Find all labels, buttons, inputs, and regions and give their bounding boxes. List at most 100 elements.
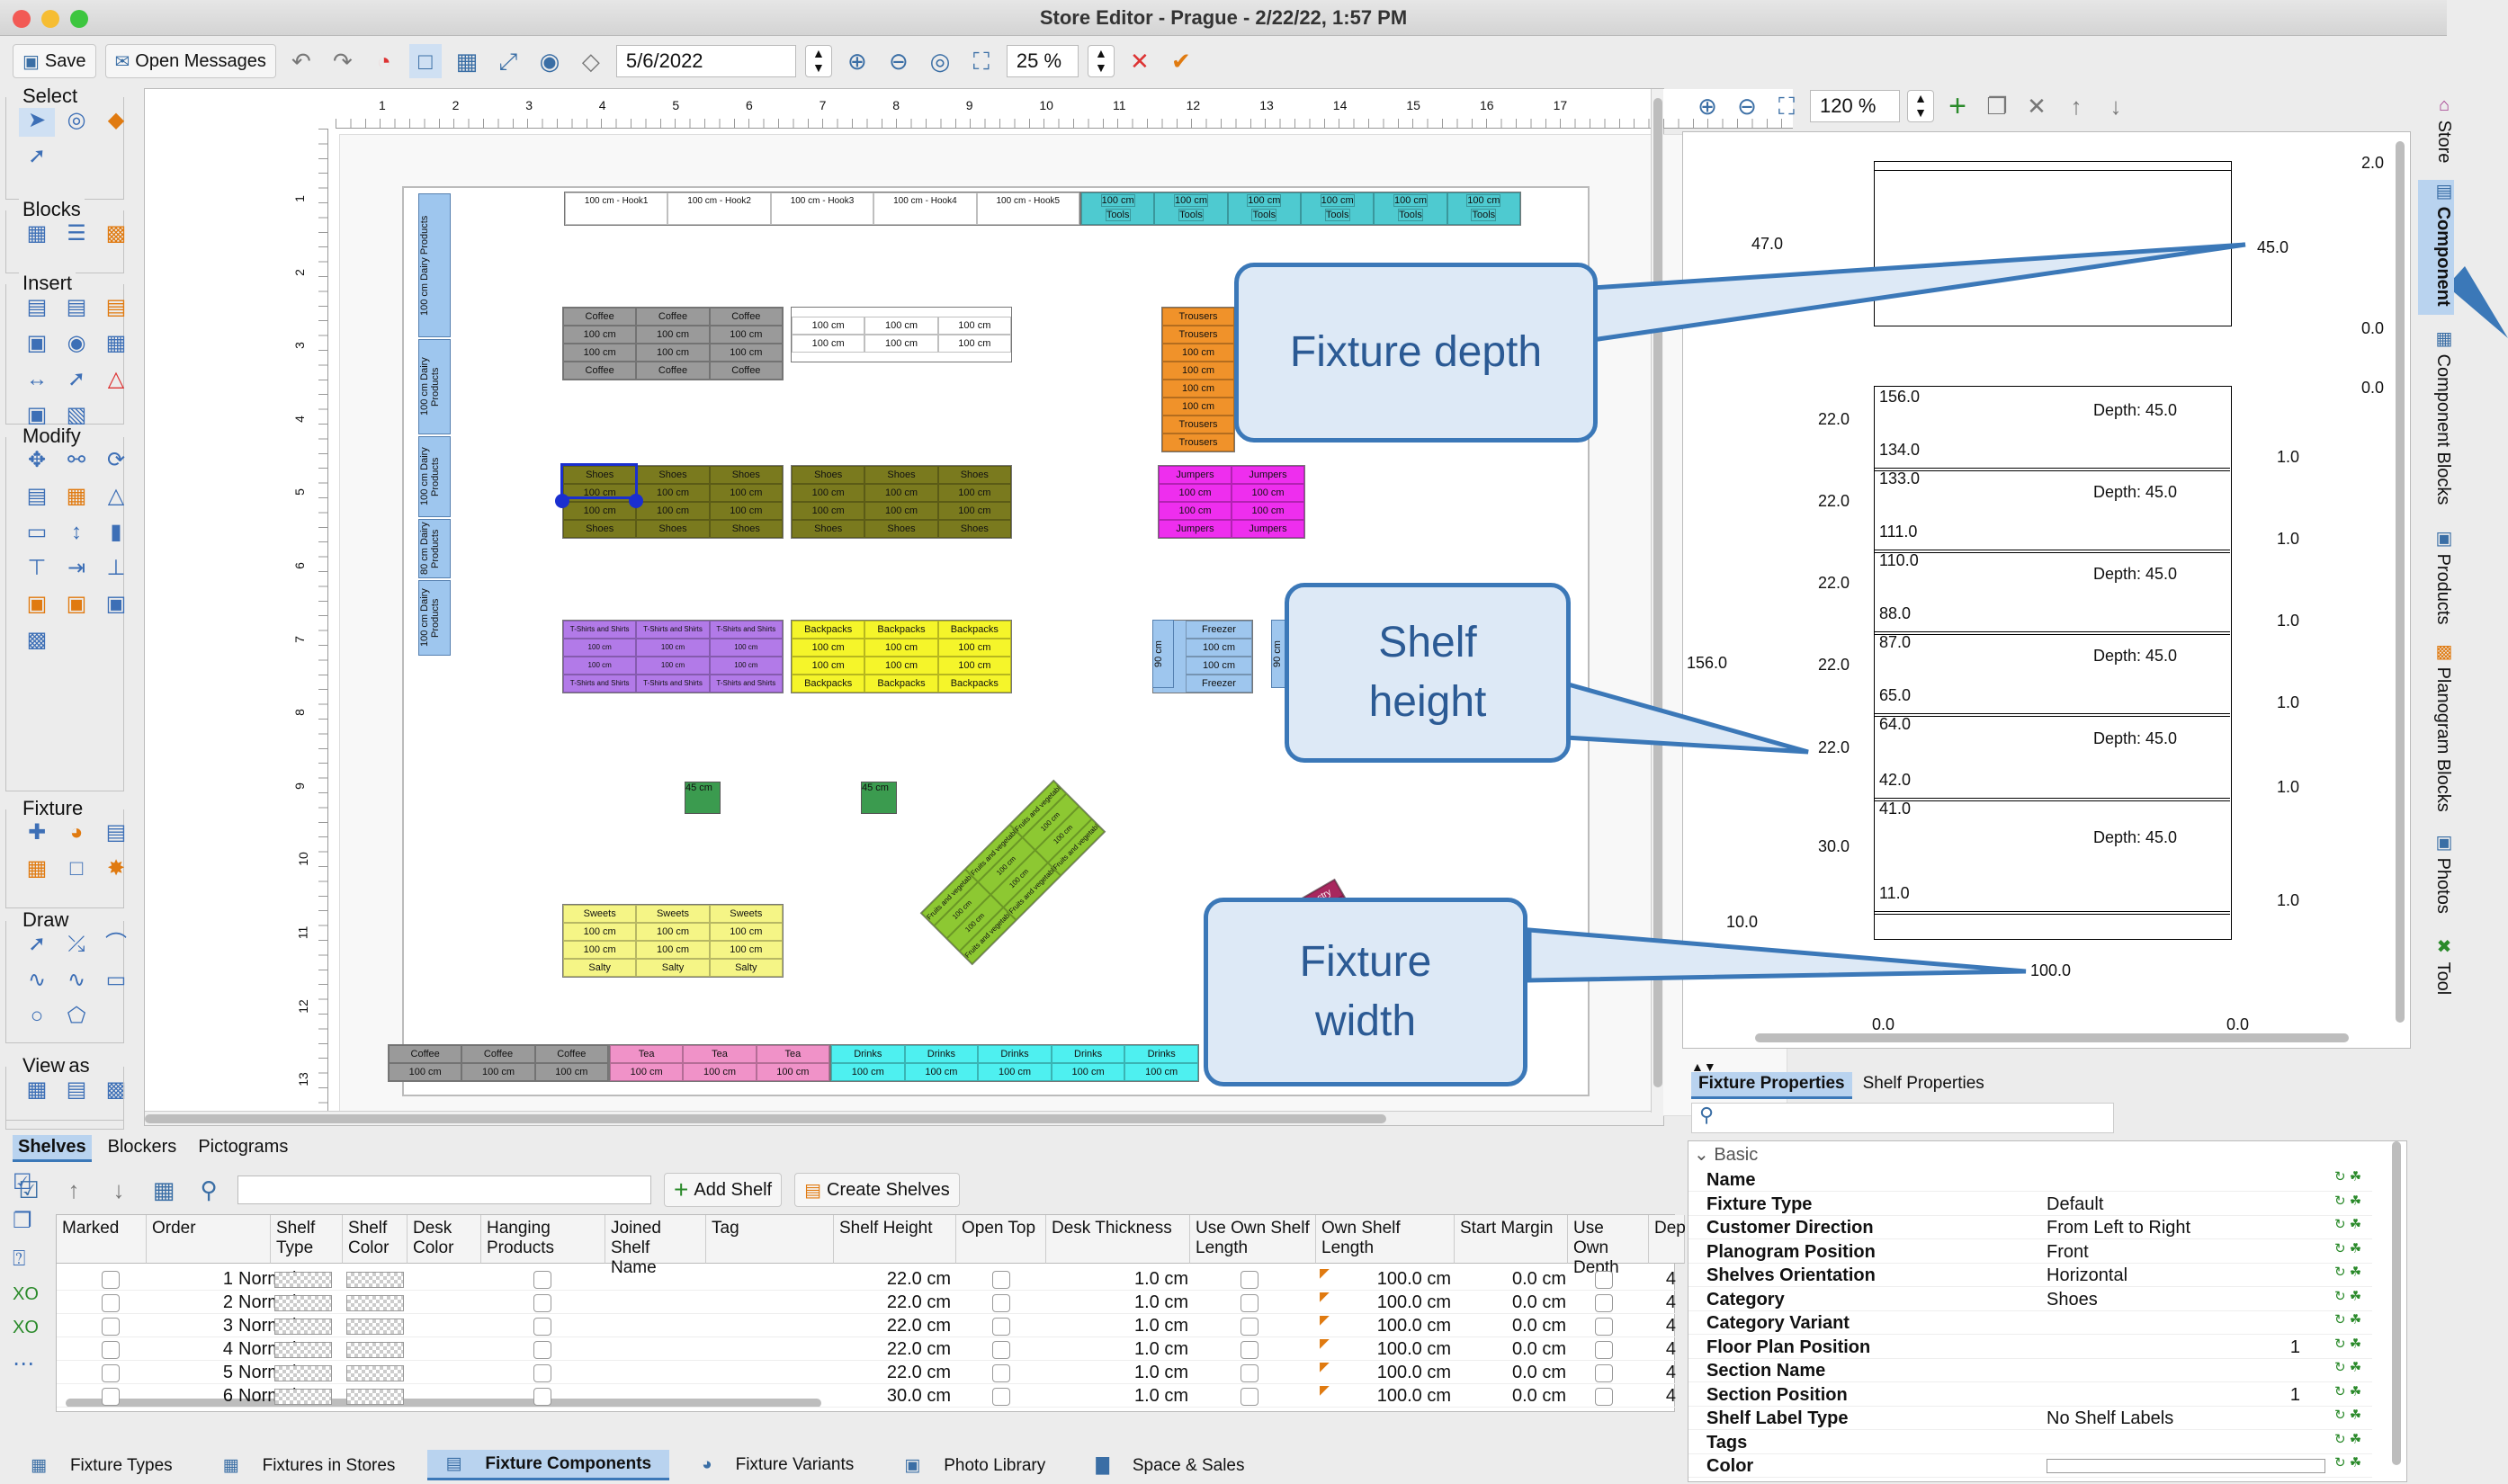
checkbox[interactable] [992,1267,1019,1291]
copy-icon[interactable]: ▩ [26,628,48,652]
checkbox[interactable] [102,1267,129,1291]
date-stepper[interactable]: ▲▼ [804,45,832,77]
preview-vertical-scrollbar[interactable] [2396,141,2405,1023]
zoom-out-icon[interactable]: ⊖ [1737,93,1757,120]
fixture-circle-icon[interactable]: ◕ [69,820,84,845]
export-excel-icon[interactable]: XO [13,1284,39,1304]
column-header[interactable]: Joined Shelf Name [605,1215,706,1277]
layout-icon[interactable]: ▦ [455,48,479,75]
property-value[interactable]: No Shelf Labels [2047,1408,2174,1428]
zoom-fit-icon[interactable]: ◎ [929,48,951,75]
checkbox[interactable] [992,1314,1019,1337]
maximize-window-button[interactable] [70,10,88,28]
color-swatch[interactable] [346,1384,409,1408]
column-header[interactable]: Desk Thickness [1046,1215,1190,1264]
view-options-icon[interactable]: ▤ [26,1077,48,1102]
property-value[interactable]: 1 [2289,1336,2300,1357]
duplicate-icon[interactable]: ❐ [1986,93,2008,120]
checkbox[interactable] [1241,1291,1267,1314]
shelf-line[interactable] [1874,911,2230,915]
column-header[interactable]: Start Margin [1455,1215,1568,1264]
import-excel-icon[interactable]: XO [13,1318,39,1337]
draw-circle-icon[interactable]: ○ [30,1004,44,1028]
create-shelves-button[interactable]: ▤Create Shelves [794,1173,960,1207]
help-icon[interactable]: ⍰ [13,1247,26,1271]
reset-icon[interactable]: ↻ ☘ [2334,1408,2362,1423]
tab-fixtures-in-stores[interactable]: ▦Fixtures in Stores [205,1452,414,1480]
column-header[interactable]: Tag [706,1215,834,1264]
property-value[interactable]: Shoes [2047,1289,2098,1310]
checkbox[interactable] [1595,1267,1622,1291]
fixture-dotted-icon[interactable]: □ [69,856,84,881]
align-top-icon[interactable]: ⊤ [27,556,47,580]
insert-image-icon[interactable]: ▣ [26,403,48,427]
column-header[interactable]: Own Shelf Length [1316,1215,1455,1264]
layers-icon[interactable]: ◇ [581,48,600,75]
color-swatch[interactable] [346,1267,409,1291]
color-swatch[interactable] [274,1384,337,1408]
property-value[interactable]: Horizontal [2047,1265,2128,1285]
move-icon[interactable]: ✥ [27,448,47,472]
checkbox[interactable] [992,1337,1019,1361]
align-left-icon[interactable]: ▤ [26,484,48,508]
reset-icon[interactable]: ↻ ☘ [2334,1431,2362,1447]
minimize-window-button[interactable] [41,10,59,28]
move-down-icon[interactable]: ↓ [2109,93,2122,120]
checkbox[interactable] [1595,1337,1622,1361]
property-value[interactable]: Front [2047,1241,2089,1262]
draw-rectangle-icon[interactable]: ▭ [105,968,127,992]
move-down-icon[interactable]: ↓ [112,1176,125,1203]
tab-component-blocks[interactable]: ▦ Component Blocks [2433,327,2453,505]
align-baseline-icon[interactable]: ⊥ [106,556,126,580]
reset-icon[interactable]: ↻ ☘ [2334,1312,2362,1328]
checkbox[interactable] [1241,1384,1267,1408]
gauge-icon[interactable]: ◔ [377,48,391,75]
more-icon[interactable]: ⋯ [13,1352,34,1376]
insert-dimension-icon[interactable]: ↔ [26,367,48,391]
search-icon[interactable]: ⚲ [200,1176,218,1203]
shelf-line[interactable] [1874,550,2230,553]
checkbox[interactable] [533,1291,560,1314]
rotate-icon[interactable]: ⟳ [106,448,126,472]
checkbox[interactable] [992,1361,1019,1384]
move-up-icon[interactable]: ↑ [2070,93,2083,120]
color-swatch[interactable] [346,1337,409,1361]
color-swatch[interactable] [346,1291,409,1314]
properties-search-input[interactable]: ⚲ [1691,1103,2114,1133]
zoom-in-icon[interactable]: ⊕ [847,48,867,75]
mark-all-icon[interactable]: ☑ [18,1176,40,1203]
block-stack-icon[interactable]: ☰ [67,221,86,246]
draw-curve-icon[interactable]: ∿ [27,968,47,992]
group-icon[interactable]: ⚯ [67,448,86,472]
align-height-icon[interactable]: ↕ [71,520,82,544]
redo-icon[interactable]: ↷ [333,48,353,75]
shelf-line[interactable] [1874,631,2230,635]
table-horizontal-scrollbar[interactable] [66,1399,821,1408]
tab-fixture-components[interactable]: ▤Fixture Components [427,1450,670,1480]
checkbox[interactable] [533,1361,560,1384]
tab-fixture-types[interactable]: ▦Fixture Types [13,1452,191,1480]
align-bottom-icon[interactable]: ▭ [26,520,48,544]
selected-fixture-outline[interactable] [560,463,638,499]
draw-line-icon[interactable]: ➚ [27,932,47,956]
tab-pictograms[interactable]: Pictograms [198,1137,289,1157]
fixture-chart-icon[interactable]: ▤ [105,820,127,845]
dairy-fixture[interactable]: 100 cm Dairy Products [418,436,451,517]
block-grid-icon[interactable]: ▩ [105,221,127,246]
camera-icon[interactable]: ◉ [539,48,560,75]
insert-calculator-icon[interactable]: ▦ [105,331,127,355]
select-target-icon[interactable]: ◎ [67,108,86,132]
dairy-fixture[interactable]: 100 cm Dairy Products [418,193,451,337]
open-messages-button[interactable]: ✉Open Messages [104,44,276,78]
insert-shelf-icon[interactable]: ▤ [66,295,87,319]
reset-icon[interactable]: ↻ ☘ [2334,1360,2362,1375]
